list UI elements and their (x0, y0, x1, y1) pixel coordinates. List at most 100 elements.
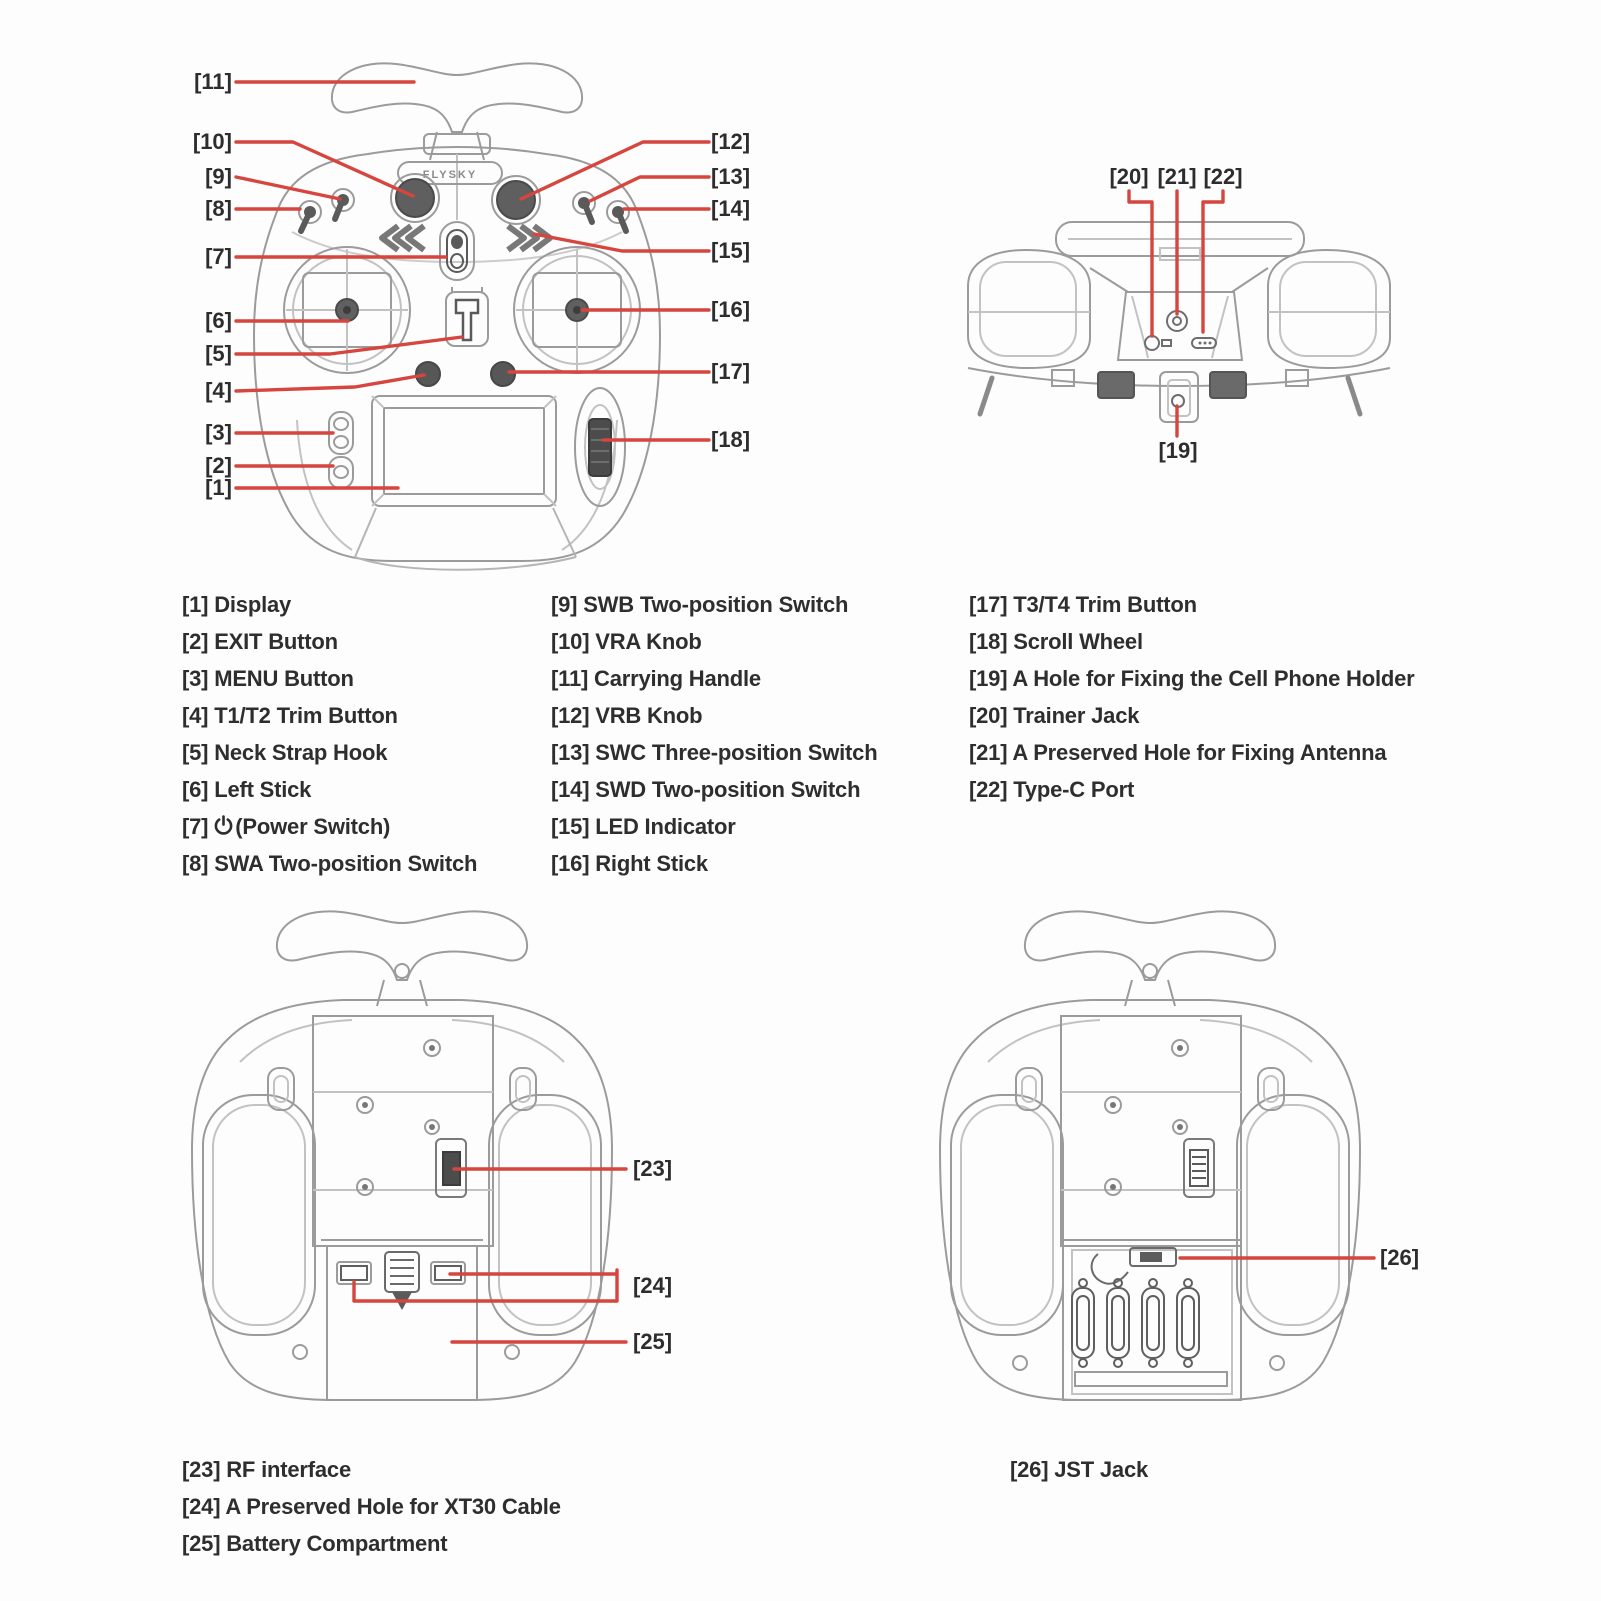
callout-label-24: [24] (633, 1273, 673, 1298)
leader-lines (234, 80, 1376, 1344)
legend-item-13: [13] SWC Three-position Switch (551, 740, 878, 765)
callout-label-16: [16] (711, 297, 751, 322)
back-panel (312, 1015, 494, 1247)
legend-item-19: [19] A Hole for Fixing the Cell Phone Ho… (969, 666, 1415, 691)
legend-item-3: [3] MENU Button (182, 666, 354, 691)
callout-label-5: [5] (205, 341, 232, 366)
back-grip-left (202, 1094, 316, 1336)
brand-plate: FLYSKY (397, 161, 503, 185)
back-view-drawing (190, 910, 614, 1401)
top-handle (1055, 221, 1305, 261)
legend-back-left: [23] RF interface [24] A Preserved Hole … (182, 1451, 561, 1562)
callout-label-17: [17] (711, 359, 751, 384)
back-open-view-drawing (938, 910, 1362, 1401)
t3-t4-trim-button (490, 361, 516, 387)
phone-holder-hole (1159, 371, 1199, 423)
callout-label-11: [11] (194, 69, 232, 94)
battery-cover (321, 1239, 483, 1401)
legend-item-7-text: (Power Switch) (235, 814, 391, 839)
legend-item-25: [25] Battery Compartment (182, 1531, 448, 1556)
callout-label-26: [26] (1380, 1245, 1420, 1270)
leader-4 (234, 373, 426, 393)
legend-item-4: [4] T1/T2 Trim Button (182, 703, 398, 728)
leader-12 (519, 140, 711, 201)
callout-label-12: [12] (711, 129, 751, 154)
legend-item-15: [15] LED Indicator (551, 814, 736, 839)
callout-label-14: [14] (711, 196, 751, 221)
swd-switch (606, 200, 630, 234)
vrb-knob (491, 175, 541, 225)
neck-strap-hook (445, 287, 489, 347)
scroll-wheel (574, 387, 626, 507)
type-c-port (1191, 337, 1217, 349)
carrying-handle (330, 62, 584, 161)
swc-switch (572, 191, 596, 225)
legend-item-2: [2] EXIT Button (182, 629, 338, 654)
back-open-grip-right (1236, 1094, 1350, 1336)
legend-item-20: [20] Trainer Jack (969, 703, 1140, 728)
callout-label-3: [3] (205, 420, 232, 445)
leader-13 (588, 175, 711, 203)
legend-item-18: [18] Scroll Wheel (969, 629, 1143, 654)
legend-item-16: [16] Right Stick (551, 851, 708, 876)
vra-knob (390, 173, 440, 223)
legend-item-10: [10] VRA Knob (551, 629, 702, 654)
callout-label-23: [23] (633, 1156, 673, 1181)
trainer-jack (1144, 335, 1172, 351)
legend-item-7-number: [7] (182, 814, 209, 839)
battery-compartment-open (1062, 1239, 1242, 1401)
legend-item-21: [21] A Preserved Hole for Fixing Antenna (969, 740, 1387, 765)
legend-column-2: [9] SWB Two-position Switch [10] VRA Kno… (551, 586, 878, 882)
legend-item-14: [14] SWD Two-position Switch (551, 777, 861, 802)
callout-label-1: [1] (205, 475, 232, 500)
front-view-drawing: FLYSKY (252, 62, 662, 571)
leader-10 (234, 140, 415, 198)
legend-column-1: [1] Display [2] EXIT Button [3] MENU But… (182, 586, 477, 882)
legend-item-24: [24] A Preserved Hole for XT30 Cable (182, 1494, 561, 1519)
swa-switch (298, 200, 322, 234)
legend-item-9: [9] SWB Two-position Switch (551, 592, 849, 617)
legend-item-11: [11] Carrying Handle (551, 666, 761, 691)
power-icon (214, 815, 233, 835)
aa-batteries (1071, 1278, 1200, 1368)
back-open-panel (1060, 1015, 1242, 1247)
legend-back-right: [26] JST Jack (1010, 1451, 1148, 1488)
callout-label-13: [13] (711, 164, 751, 189)
leader-24 (352, 1268, 619, 1303)
callout-label-20: [20] (1109, 164, 1149, 189)
jst-jack (1090, 1247, 1177, 1285)
leader-15 (532, 232, 711, 253)
legend-item-8: [8] SWA Two-position Switch (182, 851, 478, 876)
legend-column-3: [17] T3/T4 Trim Button [18] Scroll Wheel… (969, 586, 1415, 808)
back-grip-right (488, 1094, 602, 1336)
legend-item-7: [7] (Power Switch) (182, 808, 477, 845)
leader-9 (234, 175, 342, 201)
swb-switch (331, 188, 355, 222)
legend-item-12: [12] VRB Knob (551, 703, 703, 728)
callout-label-15: [15] (711, 238, 751, 263)
legend-item-22: [22] Type-C Port (969, 777, 1135, 802)
callout-label-4: [4] (205, 378, 232, 403)
callout-label-2: [2] (205, 453, 232, 478)
legend-item-17: [17] T3/T4 Trim Button (969, 592, 1197, 617)
legend-item-6: [6] Left Stick (182, 777, 312, 802)
back-handle (275, 910, 529, 1007)
callout-label-7: [7] (205, 244, 232, 269)
top-view-drawing (967, 221, 1391, 423)
back-open-grip-left (950, 1094, 1064, 1336)
legend-item-26: [26] JST Jack (1010, 1457, 1149, 1482)
led-indicator-chevrons (379, 223, 553, 253)
callout-label-19: [19] (1158, 438, 1198, 463)
leader-20 (1127, 189, 1154, 338)
callout-label-8: [8] (205, 196, 232, 221)
leader-22 (1201, 189, 1225, 334)
callout-label-21: [21] (1157, 164, 1197, 189)
power-switch (439, 221, 475, 281)
callout-label-25: [25] (633, 1329, 673, 1354)
callout-label-9: [9] (205, 164, 232, 189)
exit-button (328, 456, 354, 489)
leader-5 (234, 335, 464, 356)
legend-item-5: [5] Neck Strap Hook (182, 740, 388, 765)
